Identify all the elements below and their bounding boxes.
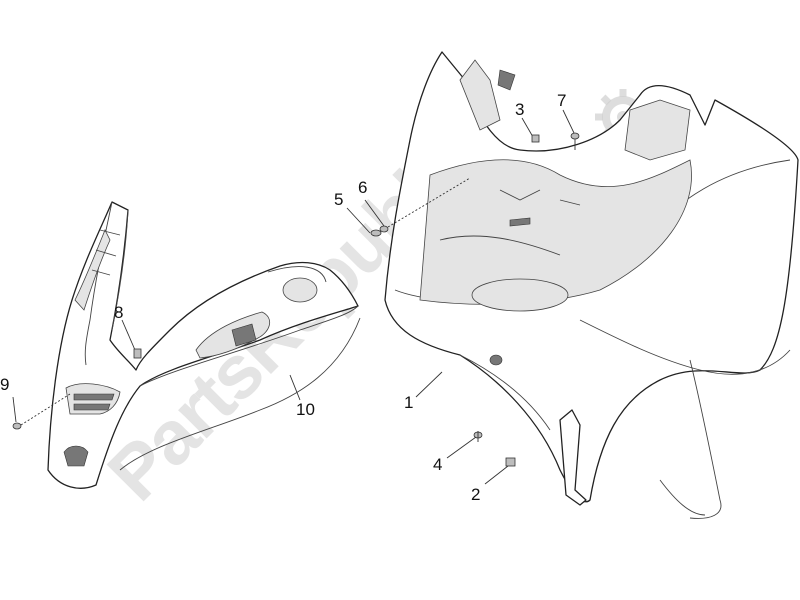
callout-5: 5: [334, 190, 343, 209]
callout-8: 8: [114, 303, 123, 322]
clip-2: [484, 457, 516, 485]
screw-9: [12, 393, 71, 430]
leader-1: [415, 371, 443, 398]
callout-labels: 1 2 3 4 5 6 7 8 9 10: [0, 91, 566, 504]
callout-10: 10: [296, 400, 315, 419]
callout-4: 4: [433, 455, 442, 474]
hardware-parts: [12, 109, 580, 485]
callout-9: 9: [0, 375, 9, 394]
leg-shield-part: [384, 51, 799, 519]
callout-3: 3: [515, 100, 524, 119]
callout-2: 2: [471, 485, 480, 504]
screw-5-washer-6: [346, 177, 471, 237]
clip-3: [521, 117, 540, 143]
screw-4: [446, 431, 483, 459]
leader-10: [289, 374, 301, 401]
callout-6: 6: [358, 178, 367, 197]
callout-1: 1: [404, 393, 413, 412]
front-shield-cover-part: [47, 201, 361, 489]
screw-7: [562, 109, 580, 150]
clip-8: [121, 319, 142, 359]
callout-7: 7: [557, 91, 566, 110]
